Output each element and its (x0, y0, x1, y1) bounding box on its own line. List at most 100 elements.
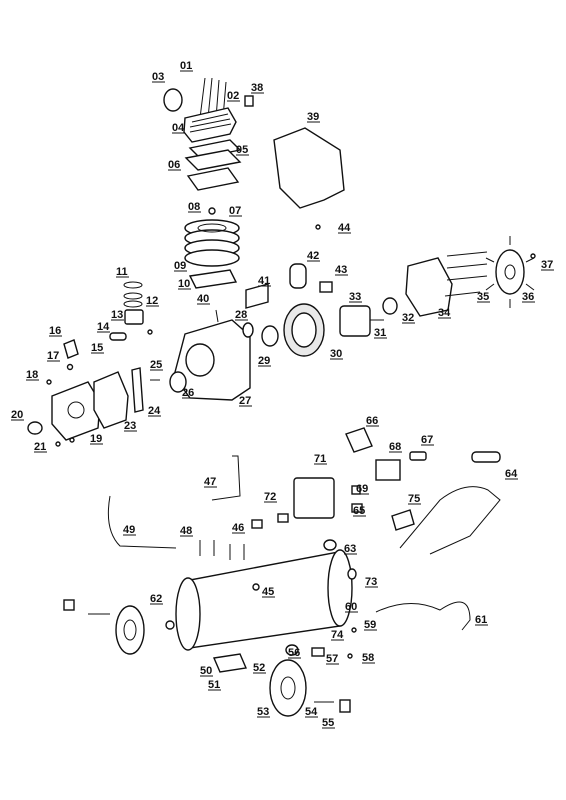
fan-grid (245, 283, 269, 309)
part-label-12: 12 (146, 295, 158, 307)
part-label-03: 03 (152, 71, 164, 83)
part-label-41: 41 (258, 275, 270, 287)
piston (124, 309, 144, 325)
motor-rotor (339, 305, 384, 337)
part-label-32: 32 (402, 312, 414, 324)
connecting-rod (131, 367, 144, 413)
support-bracket (211, 455, 241, 501)
part-label-47: 47 (204, 476, 216, 488)
part-label-18: 18 (26, 369, 38, 381)
fan-shroud (273, 127, 345, 209)
shaft-ring (242, 322, 254, 338)
capacitor (289, 263, 307, 289)
part-label-34: 34 (438, 307, 451, 319)
part-label-08: 08 (188, 201, 200, 213)
part-label-55: 55 (322, 717, 334, 729)
part-label-75: 75 (408, 493, 420, 505)
part-label-15: 15 (91, 342, 103, 354)
part-label-27: 27 (239, 395, 251, 407)
part-label-50: 50 (200, 665, 212, 677)
part-label-09: 09 (174, 260, 186, 272)
pressure-switch (293, 477, 335, 519)
motor-end-shield (405, 257, 453, 317)
part-label-30: 30 (330, 348, 342, 360)
part-label-73: 73 (365, 576, 377, 588)
part-label-31: 31 (374, 327, 386, 339)
cover-gasket (93, 371, 129, 429)
part-label-74: 74 (331, 629, 344, 641)
part-label-19: 19 (90, 433, 102, 445)
part-label-56: 56 (288, 647, 300, 659)
part-label-43: 43 (335, 264, 347, 276)
part-label-37: 37 (541, 259, 553, 271)
part-label-53: 53 (257, 706, 269, 718)
small-ring (208, 207, 216, 215)
piston-ring-2 (123, 292, 143, 300)
part-label-64: 64 (505, 468, 518, 480)
part-label-54: 54 (305, 706, 318, 718)
gasket-lower (186, 167, 240, 191)
part-label-61: 61 (475, 614, 487, 626)
part-label-33: 33 (349, 291, 361, 303)
motor-stator (283, 303, 325, 357)
part-label-04: 04 (172, 122, 185, 134)
gasket-upper (188, 139, 242, 159)
clamp (319, 281, 333, 293)
part-label-45: 45 (262, 586, 274, 598)
cooling-fan (485, 236, 535, 308)
cylinder-gasket (188, 269, 238, 289)
pressure-regulator (375, 459, 401, 481)
part-label-21: 21 (34, 441, 46, 453)
check-valve (63, 339, 79, 359)
part-label-35: 35 (477, 291, 489, 303)
oil-cap (27, 421, 43, 435)
part-label-68: 68 (389, 441, 401, 453)
part-label-71: 71 (314, 453, 326, 465)
wheel-left (115, 605, 145, 655)
piston-ring-1 (123, 281, 143, 289)
crankcase-cover (51, 381, 101, 441)
part-label-11: 11 (116, 266, 128, 278)
part-label-13: 13 (111, 309, 123, 321)
part-label-38: 38 (251, 82, 263, 94)
part-label-65: 65 (353, 505, 365, 517)
part-label-44: 44 (338, 222, 351, 234)
part-label-69: 69 (356, 483, 368, 495)
part-label-26: 26 (182, 387, 194, 399)
rotor-bearing (382, 297, 398, 315)
part-label-25: 25 (150, 359, 162, 371)
part-label-57: 57 (326, 653, 338, 665)
part-label-49: 49 (123, 524, 135, 536)
bearing (261, 325, 279, 347)
part-label-46: 46 (232, 522, 244, 534)
wheel-right (269, 659, 307, 717)
part-label-48: 48 (180, 525, 192, 537)
part-label-52: 52 (253, 662, 265, 674)
part-label-40: 40 (197, 293, 209, 305)
part-label-24: 24 (148, 405, 161, 417)
part-label-16: 16 (49, 325, 61, 337)
part-label-62: 62 (150, 593, 162, 605)
part-label-10: 10 (178, 278, 190, 290)
part-label-02: 02 (227, 90, 239, 102)
part-label-36: 36 (522, 291, 534, 303)
air-tank (175, 549, 353, 651)
crankcase (169, 319, 251, 401)
part-label-28: 28 (235, 309, 247, 321)
valve-plate (184, 149, 242, 171)
part-label-63: 63 (344, 543, 356, 555)
part-label-39: 39 (307, 111, 319, 123)
part-label-58: 58 (362, 652, 374, 664)
part-label-01: 01 (180, 60, 192, 72)
part-label-29: 29 (258, 355, 270, 367)
part-label-60: 60 (345, 601, 357, 613)
part-label-06: 06 (168, 159, 180, 171)
transport-handle (399, 486, 501, 555)
cylinder (184, 219, 240, 267)
piston-pin (109, 332, 127, 341)
part-label-14: 14 (97, 321, 110, 333)
end-cap (163, 88, 183, 112)
part-label-51: 51 (208, 679, 220, 691)
power-cable (375, 601, 471, 631)
